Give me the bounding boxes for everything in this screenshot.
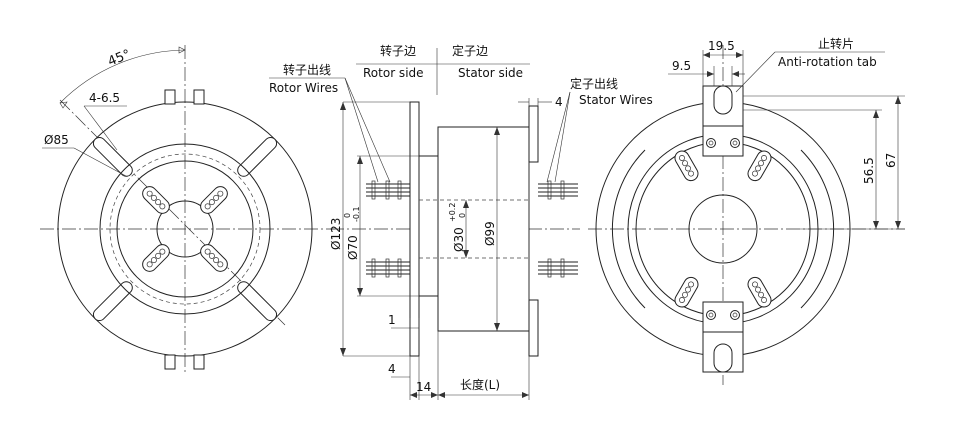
- flange-4-bottom-dimension: 4: [388, 362, 396, 376]
- stator-wires-cn: 定子出线: [570, 76, 618, 91]
- anti-rotation-tab-bottom: [702, 301, 744, 373]
- stator-wire-clusters: [674, 150, 772, 308]
- dia-85-dimension: Ø85: [44, 133, 69, 147]
- dia-70-tol-lower: -0.1: [352, 206, 361, 222]
- flange-4-top-dimension: 4: [555, 95, 563, 109]
- tab-9-5-dimension: 9.5: [672, 59, 691, 73]
- rotor-side-en: Rotor side: [363, 66, 424, 80]
- stator-side-en: Stator side: [458, 66, 523, 80]
- stator-bore: [688, 194, 758, 264]
- rotor-flange-view: 45° 4-6.5 Ø85: [40, 45, 335, 375]
- anti-rotation-cn: 止转片: [818, 36, 854, 51]
- length-label: 长度(L): [460, 377, 500, 392]
- dia-30-tol-lower: 0: [458, 213, 467, 218]
- angle-dimension: 45°: [106, 47, 133, 70]
- flange-outer-circle: [57, 101, 313, 357]
- stator-flange-view: 19.5 9.5 止转片 Anti-rotation tab 56.5 67: [588, 36, 905, 385]
- slot-dimension: 4-6.5: [89, 91, 120, 105]
- stator-wire-bundles: [538, 180, 578, 278]
- dia-30-dimension: Ø30: [452, 227, 466, 252]
- bore-circle: [156, 200, 214, 258]
- anti-rotation-tab-top: [702, 85, 744, 157]
- dia-30-tol-upper: +0.2: [448, 203, 457, 222]
- rotor-flange-plate: [409, 101, 420, 357]
- rotor-wire-clusters: [142, 186, 228, 272]
- rotor-wires-cn: 转子出线: [283, 62, 331, 77]
- rotor-wires-en: Rotor Wires: [269, 81, 338, 95]
- tab-19-5-dimension: 19.5: [708, 39, 735, 53]
- rotor-wire-bundles: [366, 180, 410, 278]
- flange-1-dimension: 1: [388, 313, 396, 327]
- stator-side-cn: 定子边: [452, 43, 488, 58]
- dia-99-dimension: Ø99: [483, 221, 497, 246]
- anti-rotation-en: Anti-rotation tab: [778, 55, 877, 69]
- stator-body: [437, 126, 530, 332]
- side-elevation-view: 转子边 Rotor side 定子边 Stator side: [269, 43, 653, 400]
- flange-14-dimension: 14: [416, 380, 431, 394]
- rotor-side-cn: 转子边: [380, 43, 416, 58]
- flange-slots: [92, 136, 278, 322]
- dia-70-tol-upper: 0: [343, 213, 352, 218]
- tab-67-dimension: 67: [884, 153, 898, 168]
- tab-56-5-dimension: 56.5: [862, 157, 876, 184]
- stator-wires-en: Stator Wires: [579, 93, 653, 107]
- dia-70-dimension: Ø70: [346, 235, 360, 260]
- dia-123-dimension: Ø123: [329, 218, 343, 250]
